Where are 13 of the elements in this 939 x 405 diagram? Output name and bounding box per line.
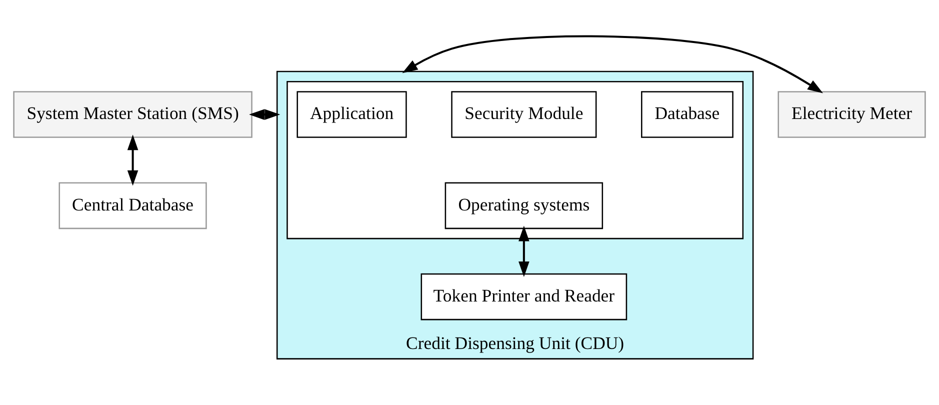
- node-box: Token Printer and Reader: [420, 273, 628, 320]
- arrow: [249, 109, 280, 120]
- node-box: Application: [296, 91, 407, 138]
- cluster: [286, 80, 744, 240]
- arrow: [402, 35, 824, 94]
- arrow: [127, 134, 138, 186]
- node-box: Database: [641, 91, 734, 138]
- node-box: Operating systems: [444, 182, 604, 230]
- node-box: Electricity Meter: [778, 91, 926, 138]
- node-box: Central Database: [58, 182, 207, 230]
- node-box: System Master Station (SMS): [13, 91, 252, 138]
- node-box: Security Module: [451, 91, 597, 138]
- arrow: [518, 226, 530, 277]
